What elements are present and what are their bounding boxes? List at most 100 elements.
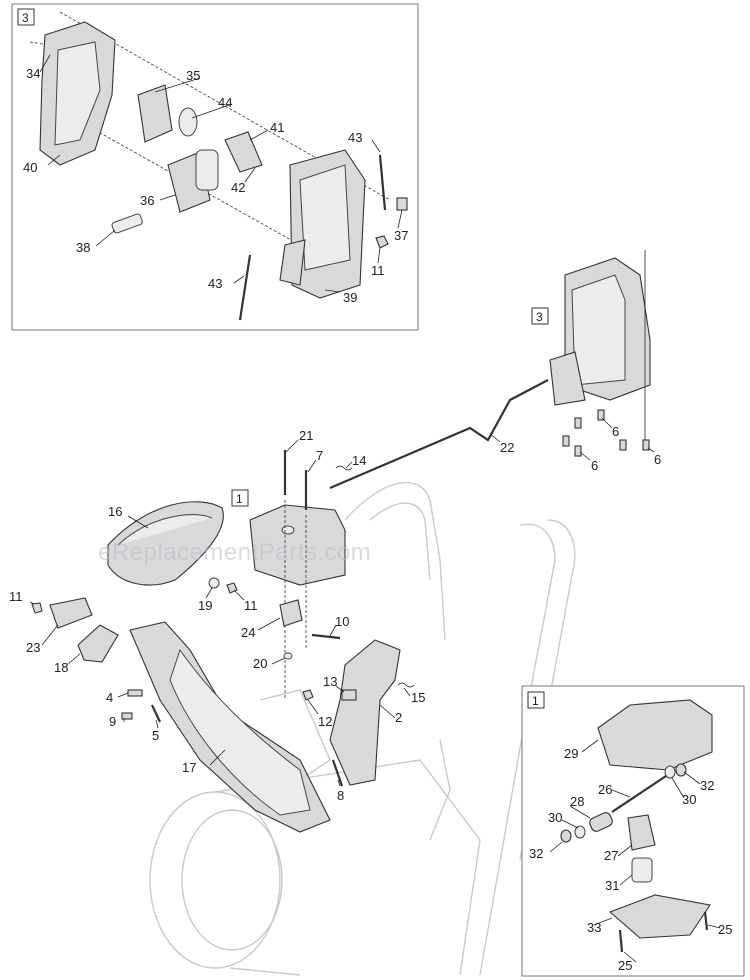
inset-shaft-part [611, 771, 673, 813]
motor-plate-part [137, 84, 173, 143]
watermark: eReplacementParts.com [98, 539, 371, 566]
inset-assembly-1: 1 29 26 32 [521, 685, 745, 977]
base-plate-part [608, 894, 711, 939]
leader-43a [371, 139, 381, 153]
leader-6a [601, 417, 613, 429]
leader-4 [117, 692, 129, 698]
leader-30a [671, 777, 685, 799]
right-ref-label-3: 3 [536, 310, 543, 324]
bolt-5-part [151, 704, 161, 723]
cable-end-lower [238, 254, 252, 321]
callout-41: 41 [270, 120, 284, 135]
washer-32b-part [560, 829, 572, 843]
leader-8 [337, 779, 341, 787]
callout-43b: 43 [208, 276, 222, 291]
cable-end-upper [378, 154, 387, 211]
callout-36: 36 [140, 193, 154, 208]
callout-39: 39 [343, 290, 357, 305]
leader-11c [29, 601, 35, 605]
chute-control-assembly: 3 6 6 6 22 [329, 250, 661, 490]
machine-outline [149, 481, 576, 976]
callout-26: 26 [598, 782, 612, 797]
handle-outline-2 [369, 502, 431, 581]
leader-35 [154, 77, 201, 93]
leader-23 [41, 624, 59, 646]
leader-17 [209, 749, 226, 766]
leader-6b [579, 451, 591, 461]
leader-29 [581, 739, 599, 753]
leader-10 [329, 624, 337, 637]
callout-23: 23 [26, 640, 40, 655]
leader-42 [244, 167, 256, 183]
inset-ref-box-3 [17, 8, 35, 26]
inset-ref-box-1 [527, 691, 545, 709]
callout-11c: 11 [9, 589, 23, 604]
bolt-6e [619, 439, 627, 451]
spring-14-part [335, 465, 353, 471]
bolt-4-part [127, 689, 143, 697]
callout-31: 31 [605, 878, 619, 893]
leader-20 [271, 657, 286, 665]
center-ref-box-1 [231, 489, 249, 507]
leader-12 [307, 699, 319, 715]
nut-12-part [302, 689, 314, 701]
right-ref-box-3 [531, 307, 549, 325]
leader-41 [249, 129, 269, 141]
bolt-8-part [331, 759, 344, 787]
washer-32a-part [675, 763, 687, 777]
motor-part [224, 131, 263, 173]
bolt-6d [574, 445, 582, 457]
callout-37: 37 [394, 228, 408, 243]
leader-11b [233, 589, 245, 601]
leader-25a [707, 924, 721, 929]
center-ref-label-1: 1 [236, 492, 243, 506]
callout-15: 15 [411, 690, 425, 705]
callout-4: 4 [106, 690, 113, 705]
clip-13-part [341, 689, 357, 701]
callout-17: 17 [182, 760, 196, 775]
leader-30b [561, 819, 579, 829]
bolt-9-part [121, 712, 133, 720]
auger-housing-front [149, 791, 281, 969]
callout-30a: 30 [682, 792, 696, 807]
callout-33: 33 [587, 920, 601, 935]
callout-29: 29 [564, 746, 578, 761]
gear-housing-hole [281, 525, 295, 535]
washer-30a-part [664, 765, 676, 779]
callout-40: 40 [23, 160, 37, 175]
nut-11-left-part [31, 602, 43, 614]
knob-part [396, 197, 408, 211]
inset-ref-label-1: 1 [532, 694, 539, 708]
leader-21 [285, 439, 299, 453]
leader-16 [127, 515, 149, 529]
auger-housing-inner [181, 809, 283, 951]
callout-6a: 6 [612, 424, 619, 439]
chute-parts: 1 [9, 428, 425, 833]
callout-2: 2 [395, 710, 402, 725]
handle-grip [429, 739, 451, 841]
callout-38: 38 [76, 240, 90, 255]
callout-11b: 11 [244, 598, 258, 613]
callout-30b: 30 [548, 810, 562, 825]
lever-18-part [77, 624, 119, 663]
chute-control-face [571, 274, 626, 386]
inset-assembly-3: 3 [11, 3, 419, 331]
inset-ref-label-3: 3 [22, 11, 29, 25]
chute-control-bracket [549, 351, 586, 406]
inset-gear-housing-part [597, 699, 713, 771]
leader-26 [611, 789, 631, 798]
callout-24: 24 [241, 625, 255, 640]
washer-20-part [283, 652, 293, 660]
auger-housing-top [214, 759, 481, 976]
leader-18 [67, 653, 81, 665]
housing-side [259, 689, 331, 781]
motor-cylinder-body [195, 149, 219, 191]
drive-gear-part [178, 107, 198, 137]
callout-16: 16 [108, 504, 122, 519]
callout-19: 19 [198, 598, 212, 613]
leader-11a [377, 247, 381, 264]
leader-15 [403, 687, 411, 697]
leader-32b [549, 841, 563, 853]
callout-14: 14 [352, 453, 366, 468]
bolt-group-6 [562, 409, 650, 457]
